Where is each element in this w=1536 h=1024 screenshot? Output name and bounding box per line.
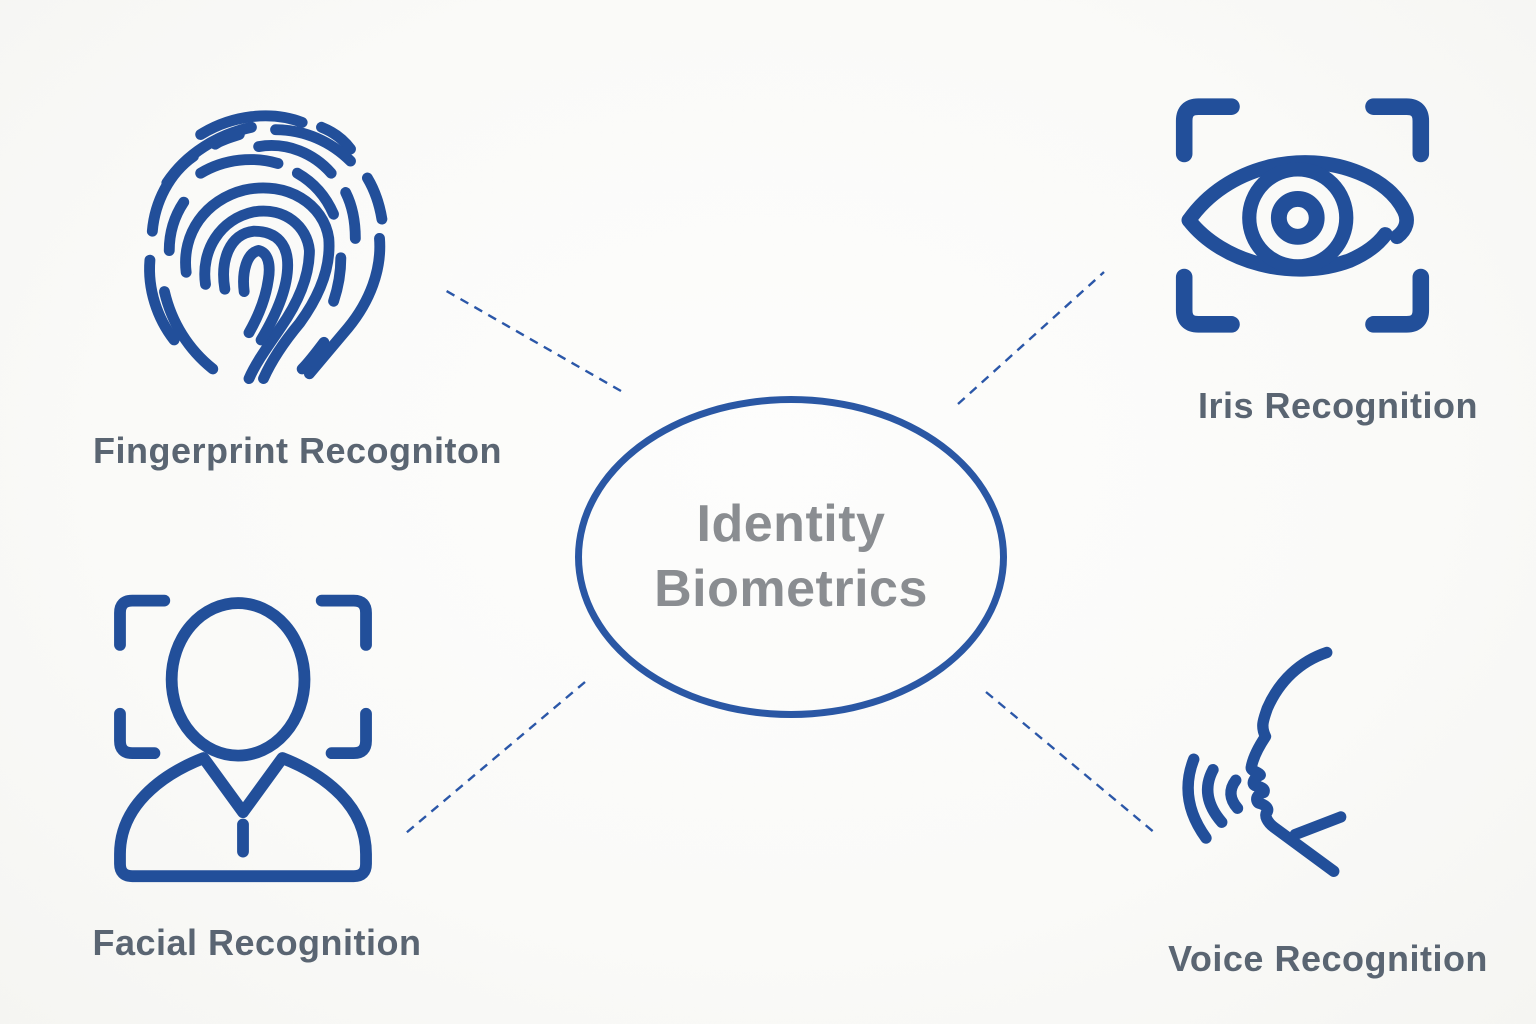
- voice-speech-icon: [1182, 646, 1347, 877]
- scan-frame-corner: [114, 594, 171, 651]
- sound-wave-medium: [1201, 764, 1228, 828]
- scan-frame-corner: [1365, 98, 1430, 163]
- center-node-title-line2: Biometrics: [654, 560, 928, 618]
- face-scan-icon: [114, 594, 372, 883]
- scan-frame-corner: [114, 707, 161, 760]
- eye-iris-ring: [1242, 162, 1354, 274]
- scan-frame-corner: [315, 594, 372, 651]
- fingerprint-icon: [144, 110, 388, 385]
- scan-frame-corner: [1175, 268, 1240, 333]
- face-profile: [1245, 646, 1340, 877]
- label-facial-recognition: Facial Recognition: [92, 922, 422, 963]
- jaw-line: [1289, 811, 1347, 841]
- eye-upper-lid: [1181, 155, 1414, 245]
- scan-frame-corner: [1175, 98, 1240, 163]
- center-node-identity-biometrics: Identity Biometrics: [575, 396, 1007, 718]
- person-head: [165, 597, 311, 762]
- center-node-title-line1: Identity: [696, 495, 886, 553]
- eye-pupil-ring: [1270, 191, 1325, 245]
- connector-center-voice: [985, 691, 1156, 834]
- sound-wave-small: [1225, 774, 1244, 814]
- label-fingerprint-recognition: Fingerprint Recogniton: [93, 430, 502, 471]
- label-voice-recognition: Voice Recognition: [1168, 938, 1488, 979]
- label-iris-recognition: Iris Recognition: [1197, 385, 1479, 426]
- connector-center-iris: [957, 271, 1105, 405]
- connector-center-facial: [405, 681, 586, 834]
- scan-frame-corner: [325, 707, 372, 760]
- scan-frame-corner: [1365, 268, 1430, 333]
- person-shoulders: [114, 752, 372, 883]
- eye-lower-lid: [1181, 212, 1393, 277]
- sound-wave-large: [1182, 753, 1212, 844]
- connector-center-fingerprint: [442, 287, 622, 393]
- iris-scan-icon: [1175, 98, 1430, 333]
